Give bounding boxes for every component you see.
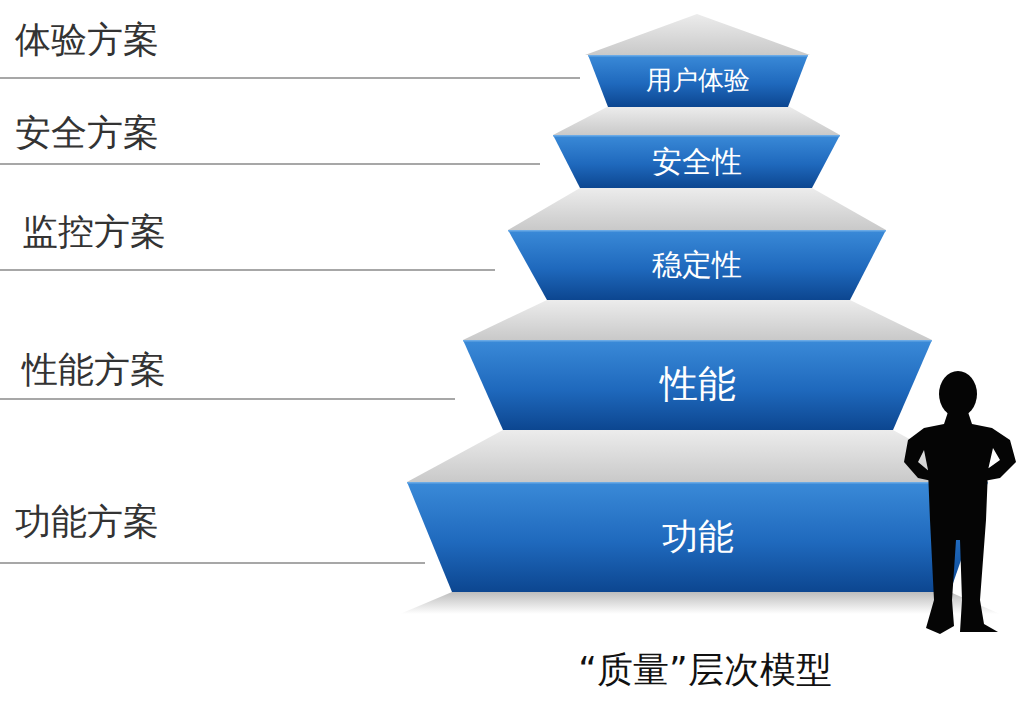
plan-label: 监控方案	[22, 210, 166, 253]
band-fill	[588, 55, 808, 107]
leader-line	[0, 77, 580, 79]
diagram-caption: “质量”层次模型	[578, 648, 831, 691]
pyramid-top-faces	[407, 14, 988, 482]
person-figure	[904, 371, 1016, 634]
band-label: 安全性	[652, 144, 742, 180]
plan-label: 体验方案	[15, 18, 159, 61]
person-head	[939, 371, 977, 417]
leader-line	[0, 269, 495, 271]
band-highlight	[508, 230, 886, 232]
pyramid-band: 性能	[463, 340, 932, 430]
top-face	[463, 300, 932, 340]
pyramid-band: 安全性	[553, 135, 840, 188]
pyramid-band: 用户体验	[588, 55, 808, 107]
top-face	[585, 14, 810, 55]
base-shadow	[400, 592, 1000, 614]
band-fill	[553, 135, 840, 188]
band-highlight	[407, 482, 988, 484]
top-face	[553, 107, 840, 135]
plan-label: 安全方案	[15, 111, 159, 154]
plan-label: 功能方案	[15, 500, 159, 543]
band-highlight	[588, 55, 808, 57]
plan-label: 性能方案	[22, 348, 166, 391]
band-fill	[407, 482, 988, 592]
band-label: 性能	[660, 362, 736, 408]
band-fill	[463, 340, 932, 430]
top-face	[508, 188, 886, 230]
top-face	[407, 430, 988, 482]
band-highlight	[553, 135, 840, 137]
leader-line	[0, 562, 425, 564]
band-highlight	[463, 340, 932, 342]
leader-line	[0, 398, 455, 400]
band-label: 稳定性	[652, 247, 742, 283]
leader-line	[0, 163, 540, 165]
person-body	[904, 412, 1016, 634]
pyramid-band: 功能	[407, 482, 988, 592]
band-label: 用户体验	[646, 65, 750, 96]
pyramid-band: 稳定性	[508, 230, 886, 300]
band-label: 功能	[662, 515, 734, 558]
band-fill	[508, 230, 886, 300]
